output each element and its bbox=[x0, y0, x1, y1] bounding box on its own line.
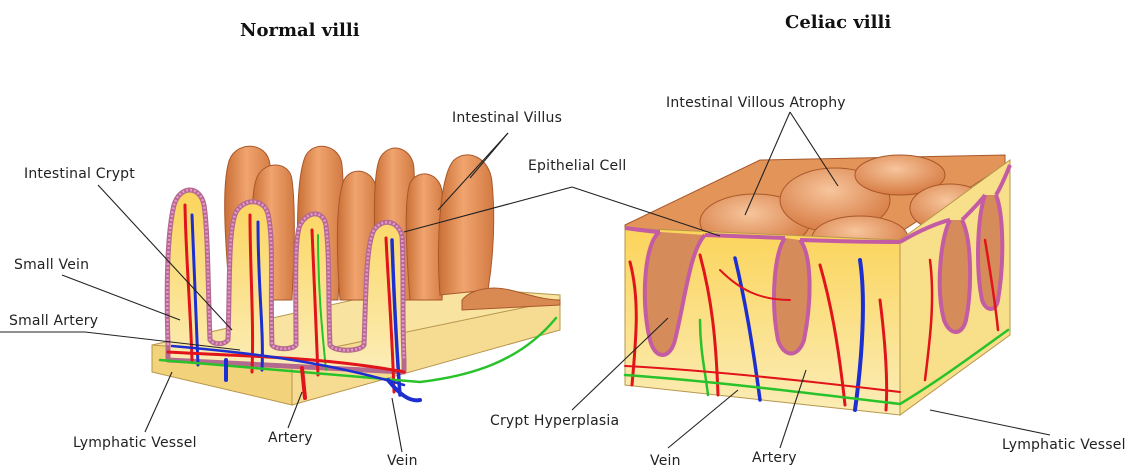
label-small-vein: Small Vein bbox=[14, 257, 89, 273]
label-intestinal-villus: Intestinal Villus bbox=[452, 110, 562, 126]
celiac-villi-illustration bbox=[625, 155, 1010, 415]
normal-villi-title: Normal villi bbox=[240, 20, 360, 41]
label-lymphatic-vessel-left: Lymphatic Vessel bbox=[73, 435, 197, 451]
label-artery-right: Artery bbox=[752, 450, 797, 466]
label-intestinal-crypt: Intestinal Crypt bbox=[24, 166, 135, 182]
label-artery-left: Artery bbox=[268, 430, 313, 446]
label-vein-left: Vein bbox=[387, 453, 418, 469]
label-epithelial-cell: Epithelial Cell bbox=[528, 158, 626, 174]
label-villous-atrophy: Intestinal Villous Atrophy bbox=[666, 95, 846, 111]
label-vein-right: Vein bbox=[650, 453, 681, 469]
label-small-artery: Small Artery bbox=[9, 313, 98, 329]
celiac-villi-title: Celiac villi bbox=[785, 12, 891, 33]
normal-villi-illustration bbox=[152, 146, 560, 405]
label-crypt-hyperplasia: Crypt Hyperplasia bbox=[490, 413, 619, 429]
label-lymphatic-vessel-right: Lymphatic Vessel bbox=[1002, 437, 1126, 453]
